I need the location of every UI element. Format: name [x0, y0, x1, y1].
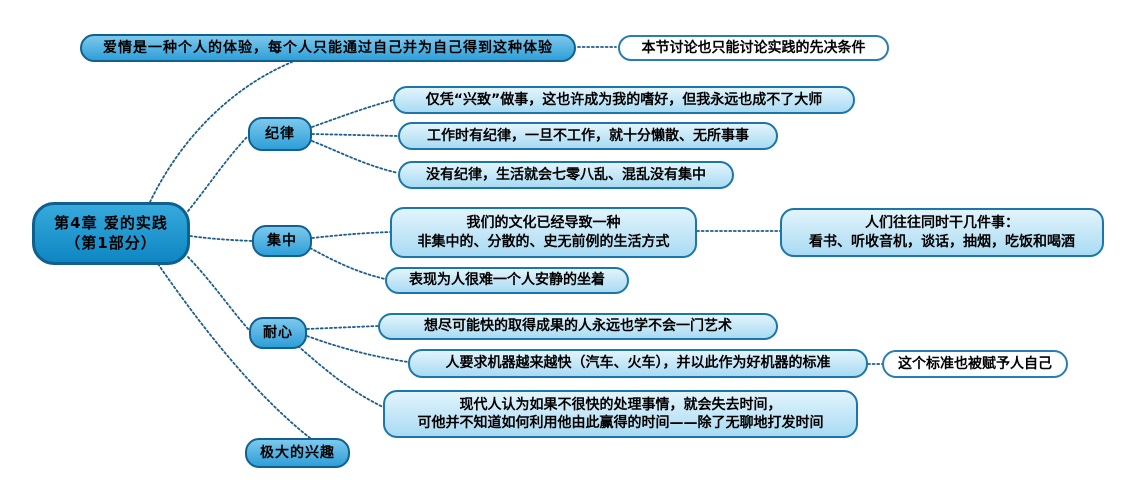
node-root-chapter4[interactable]: 第4章 爱的实践 （第1部分）: [32, 202, 190, 265]
node-concentration-sitting[interactable]: 表现为人很难一个人安静的坐着: [385, 267, 629, 294]
node-section-precondition-note[interactable]: 本节讨论也只能讨论实践的先决条件: [618, 35, 889, 61]
connector-patience-2: [306, 335, 409, 363]
node-patience-machine-note[interactable]: 这个标准也被赋予人自己: [882, 350, 1068, 378]
node-branch-concentration[interactable]: 集中: [252, 225, 312, 257]
connector-root-patience: [187, 256, 250, 331]
node-concentration-multitask-note[interactable]: 人们往往同时干几件事： 看书、听收音机，谈话，抽烟，吃饭和喝酒: [780, 208, 1104, 257]
node-discipline-work-only[interactable]: 工作时有纪律，一旦不工作，就十分懒散、无所事事: [398, 122, 778, 150]
node-branch-patience[interactable]: 耐心: [249, 317, 307, 349]
connector-concentration-1: [311, 231, 391, 239]
node-patience-machine[interactable]: 人要求机器越来越快（汽车、火车），并以此作为好机器的标准: [408, 349, 868, 378]
node-discipline-chaos[interactable]: 没有纪律，生活就会七零八乱、混乱没有集中: [398, 161, 734, 189]
connector-discipline-3: [311, 140, 399, 174]
connector-root-top: [149, 61, 293, 203]
connector-root-interest: [157, 263, 311, 439]
node-branch-discipline[interactable]: 纪律: [248, 117, 312, 151]
node-love-personal-experience[interactable]: 爱情是一种个人的体验，每个人只能通过自己并为自己得到这种体验: [80, 34, 576, 62]
node-concentration-lifestyle[interactable]: 我们的文化已经导致一种 非集中的、分散的、史无前例的生活方式: [390, 207, 697, 258]
connector-discipline-1: [311, 99, 394, 128]
connector-discipline-2: [311, 133, 399, 137]
connector-root-discipline: [187, 135, 249, 212]
node-patience-art[interactable]: 想尽可能快的取得成果的人永远也学不会一门艺术: [378, 313, 778, 340]
connector-patience-1: [306, 325, 379, 330]
node-patience-time[interactable]: 现代人认为如果不很快的处理事情，就会失去时间， 可他并不知道如何利用他由此赢得的…: [383, 390, 858, 438]
connector-concentration-2: [309, 247, 386, 280]
connector-root-concentration: [189, 235, 253, 242]
node-discipline-whim[interactable]: 仅凭“兴致”做事，这也许成为我的嗜好，但我永远也成不了大师: [393, 86, 855, 114]
node-branch-great-interest[interactable]: 极大的兴趣: [245, 438, 350, 468]
connector-patience-3: [297, 345, 386, 409]
